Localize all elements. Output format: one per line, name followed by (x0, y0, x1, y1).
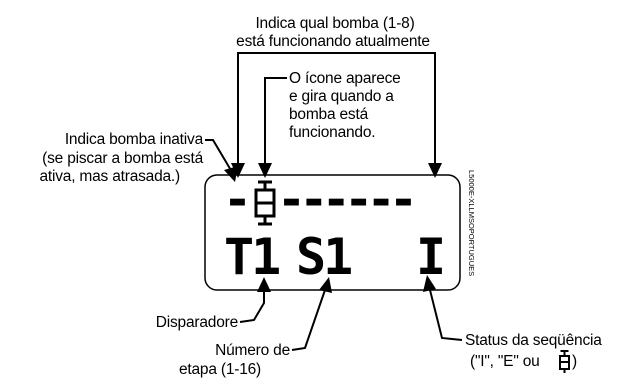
trigger-callout-line (239, 290, 265, 323)
trigger-callout-arrow (257, 277, 271, 292)
display-status: I (416, 228, 447, 286)
inactive-callout-arrow (224, 166, 238, 182)
display-dashes-right: ------ (277, 172, 418, 228)
icon-label-line3: bomba está (289, 106, 368, 123)
status-callout-line (429, 289, 463, 341)
status-callout-arrow (423, 275, 436, 292)
inactive-label-line1: Indica bomba inativa (64, 131, 203, 148)
display-step: S1 (296, 228, 353, 286)
step-label-line1: Número de (215, 342, 290, 359)
step-label-line2: etapa (1-16) (178, 361, 262, 378)
icon-callout-line (264, 77, 287, 165)
top-bracket-arrow-right (428, 163, 442, 178)
icon-label-line4: funcionando. (289, 124, 376, 141)
top-bracket-arrow-left (231, 163, 245, 178)
top-label-line2: está funcionando atualmente (236, 33, 430, 50)
status-label-line2-prefix: ("I", "E" ou (470, 353, 540, 370)
top-bracket-line (237, 52, 436, 165)
display-pump-icon (254, 180, 276, 226)
icon-label-line2: e gira quando a (289, 88, 394, 105)
display-dash-left: - (223, 172, 252, 228)
inactive-callout-line (205, 139, 233, 173)
inactive-label-line3: ativa, mas atrasada.) (39, 168, 180, 185)
side-code: L5000E-XLLMSOPORTUGUES (467, 170, 476, 277)
display-trigger: T1 (224, 228, 281, 286)
step-callout-line (291, 289, 326, 351)
inactive-label-line2: (se piscar a bomba está (42, 150, 203, 167)
icon-label-line1: O ícone aparece (289, 70, 401, 87)
step-callout-arrow (319, 277, 332, 293)
status-label-line2-suffix: ) (572, 353, 577, 370)
top-label-line1: Indica qual bomba (1-8) (255, 15, 415, 32)
status-pump-icon (559, 350, 570, 373)
trigger-label: Disparadore (155, 314, 238, 331)
display-frame (204, 174, 461, 291)
icon-callout-arrow (258, 163, 272, 178)
status-label-line1: Status da seqüência (465, 332, 602, 349)
